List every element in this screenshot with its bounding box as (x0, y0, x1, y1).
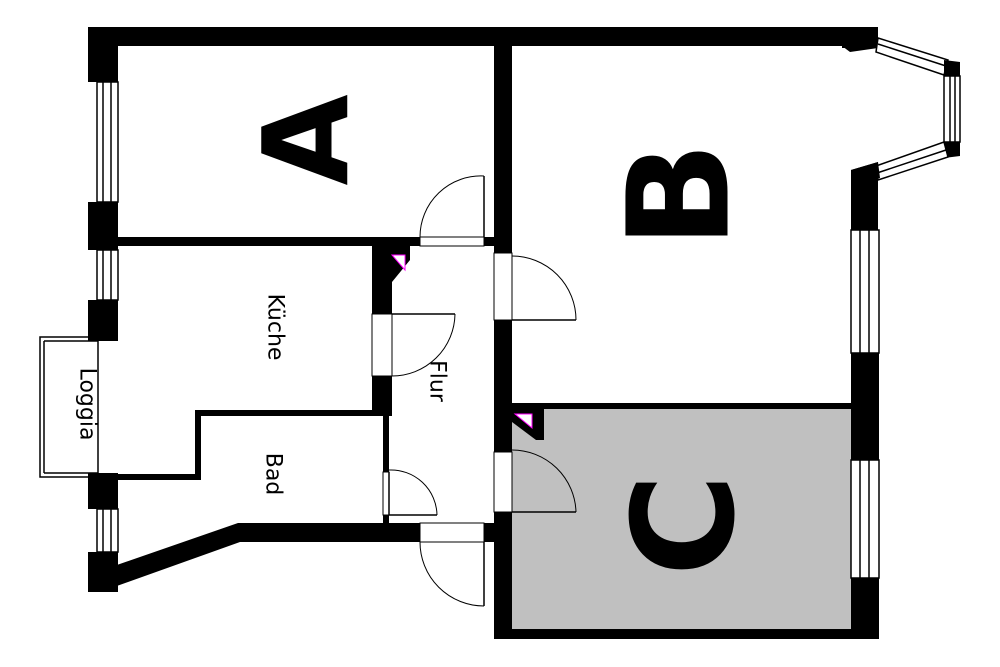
wall-bad-flur-lower (383, 515, 389, 525)
door-b[interactable] (493, 252, 577, 321)
wall-kueche-bad (195, 410, 392, 416)
room-bad-label: Bad (261, 453, 286, 496)
room-flur-label: Flur (425, 360, 450, 403)
room-labels: A B C Küche Flur Bad Loggia (75, 94, 767, 576)
wall-left-kitchen (88, 300, 118, 340)
door-entrance[interactable] (419, 522, 485, 607)
door-kueche[interactable] (371, 313, 456, 377)
room-b-label: B (599, 142, 762, 249)
shaft-marker-c-inner (513, 413, 533, 430)
room-c-label: C (604, 474, 767, 577)
window-c-right (850, 459, 880, 579)
room-kueche-label: Küche (263, 294, 288, 361)
wall-bad-left (195, 410, 201, 480)
loggia-outline (39, 336, 118, 478)
room-loggia-label: Loggia (75, 368, 100, 441)
window-left-lower (96, 508, 119, 553)
wall-loggia-bottom (118, 474, 198, 480)
wall-bad-flur-upper (383, 414, 389, 472)
room-a-label: A (237, 94, 375, 185)
wall-left-lower (88, 477, 118, 509)
wall-a-bottom (118, 237, 420, 246)
shaft-markers (372, 246, 544, 440)
wall-top (88, 27, 878, 48)
shaft-marker-flur-inner (390, 254, 406, 272)
bay-window (851, 37, 961, 186)
window-b-right (850, 229, 880, 354)
door-c[interactable] (493, 449, 577, 513)
wall-b-c (494, 403, 879, 409)
door-a[interactable] (419, 175, 485, 247)
wall-left-mid (88, 202, 118, 250)
room-c-floor[interactable] (512, 407, 852, 629)
windows (39, 37, 961, 579)
wall-b-flur-mid (494, 320, 512, 406)
wall-c-left (494, 512, 512, 639)
wall-a-bottom-right (484, 237, 512, 246)
wall-c-bottom (494, 629, 879, 639)
window-a (96, 81, 119, 203)
wall-kueche-flur-lower (372, 376, 392, 414)
wall-bottom-sloped (88, 523, 420, 592)
wall-a-b (494, 46, 512, 253)
bay-wall-top (842, 38, 878, 52)
window-kueche (96, 249, 119, 301)
wall-left-upper (88, 27, 118, 82)
wall-c-flur-upper (494, 406, 512, 452)
door-bad[interactable] (382, 469, 438, 516)
wall-right-bottom (851, 578, 879, 639)
doors (371, 175, 577, 607)
